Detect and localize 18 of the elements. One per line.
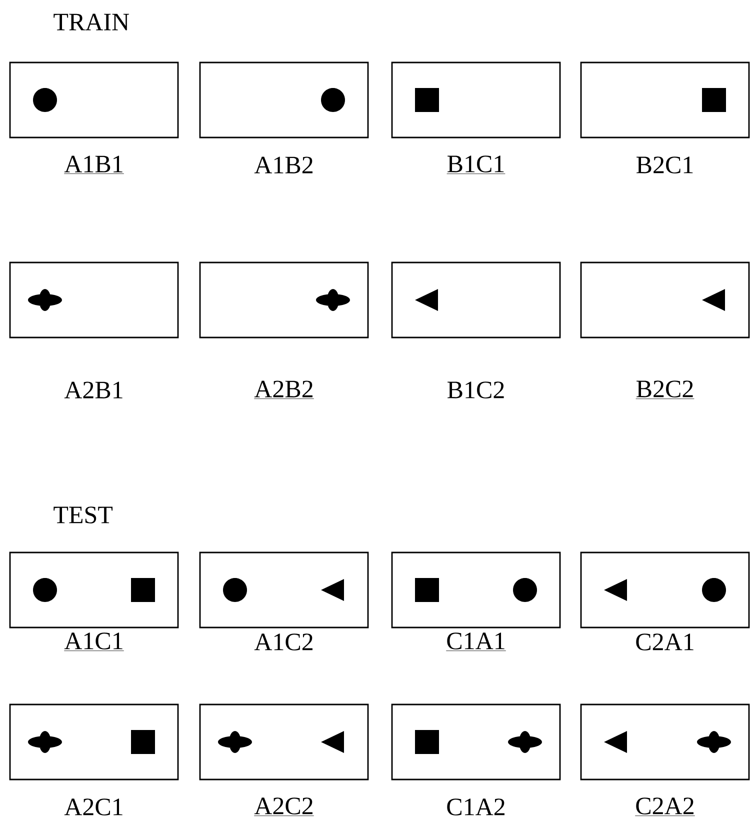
section-heading: TRAIN: [54, 14, 129, 30]
node-label: C1A1: [446, 632, 506, 651]
node-label: B1C1: [446, 156, 506, 174]
node-label: A1C2: [254, 634, 312, 650]
node-label: C2A1: [636, 634, 694, 650]
node-label: A2C1: [64, 798, 122, 816]
node-label: A2B1: [64, 382, 122, 398]
node-label: C2A2: [634, 798, 696, 816]
node-label: A2B2: [254, 380, 314, 399]
node-label: A1B2: [254, 156, 312, 174]
node-label: B1C2: [448, 382, 504, 398]
node-label: A1B1: [64, 156, 124, 174]
node-label: A1C1: [64, 632, 124, 651]
node-label: C1A2: [447, 798, 504, 816]
node-label: B2C2: [636, 380, 694, 399]
section-heading: TEST: [54, 506, 112, 524]
node-label: A2C2: [254, 798, 314, 816]
node-label: B2C1: [636, 156, 693, 174]
